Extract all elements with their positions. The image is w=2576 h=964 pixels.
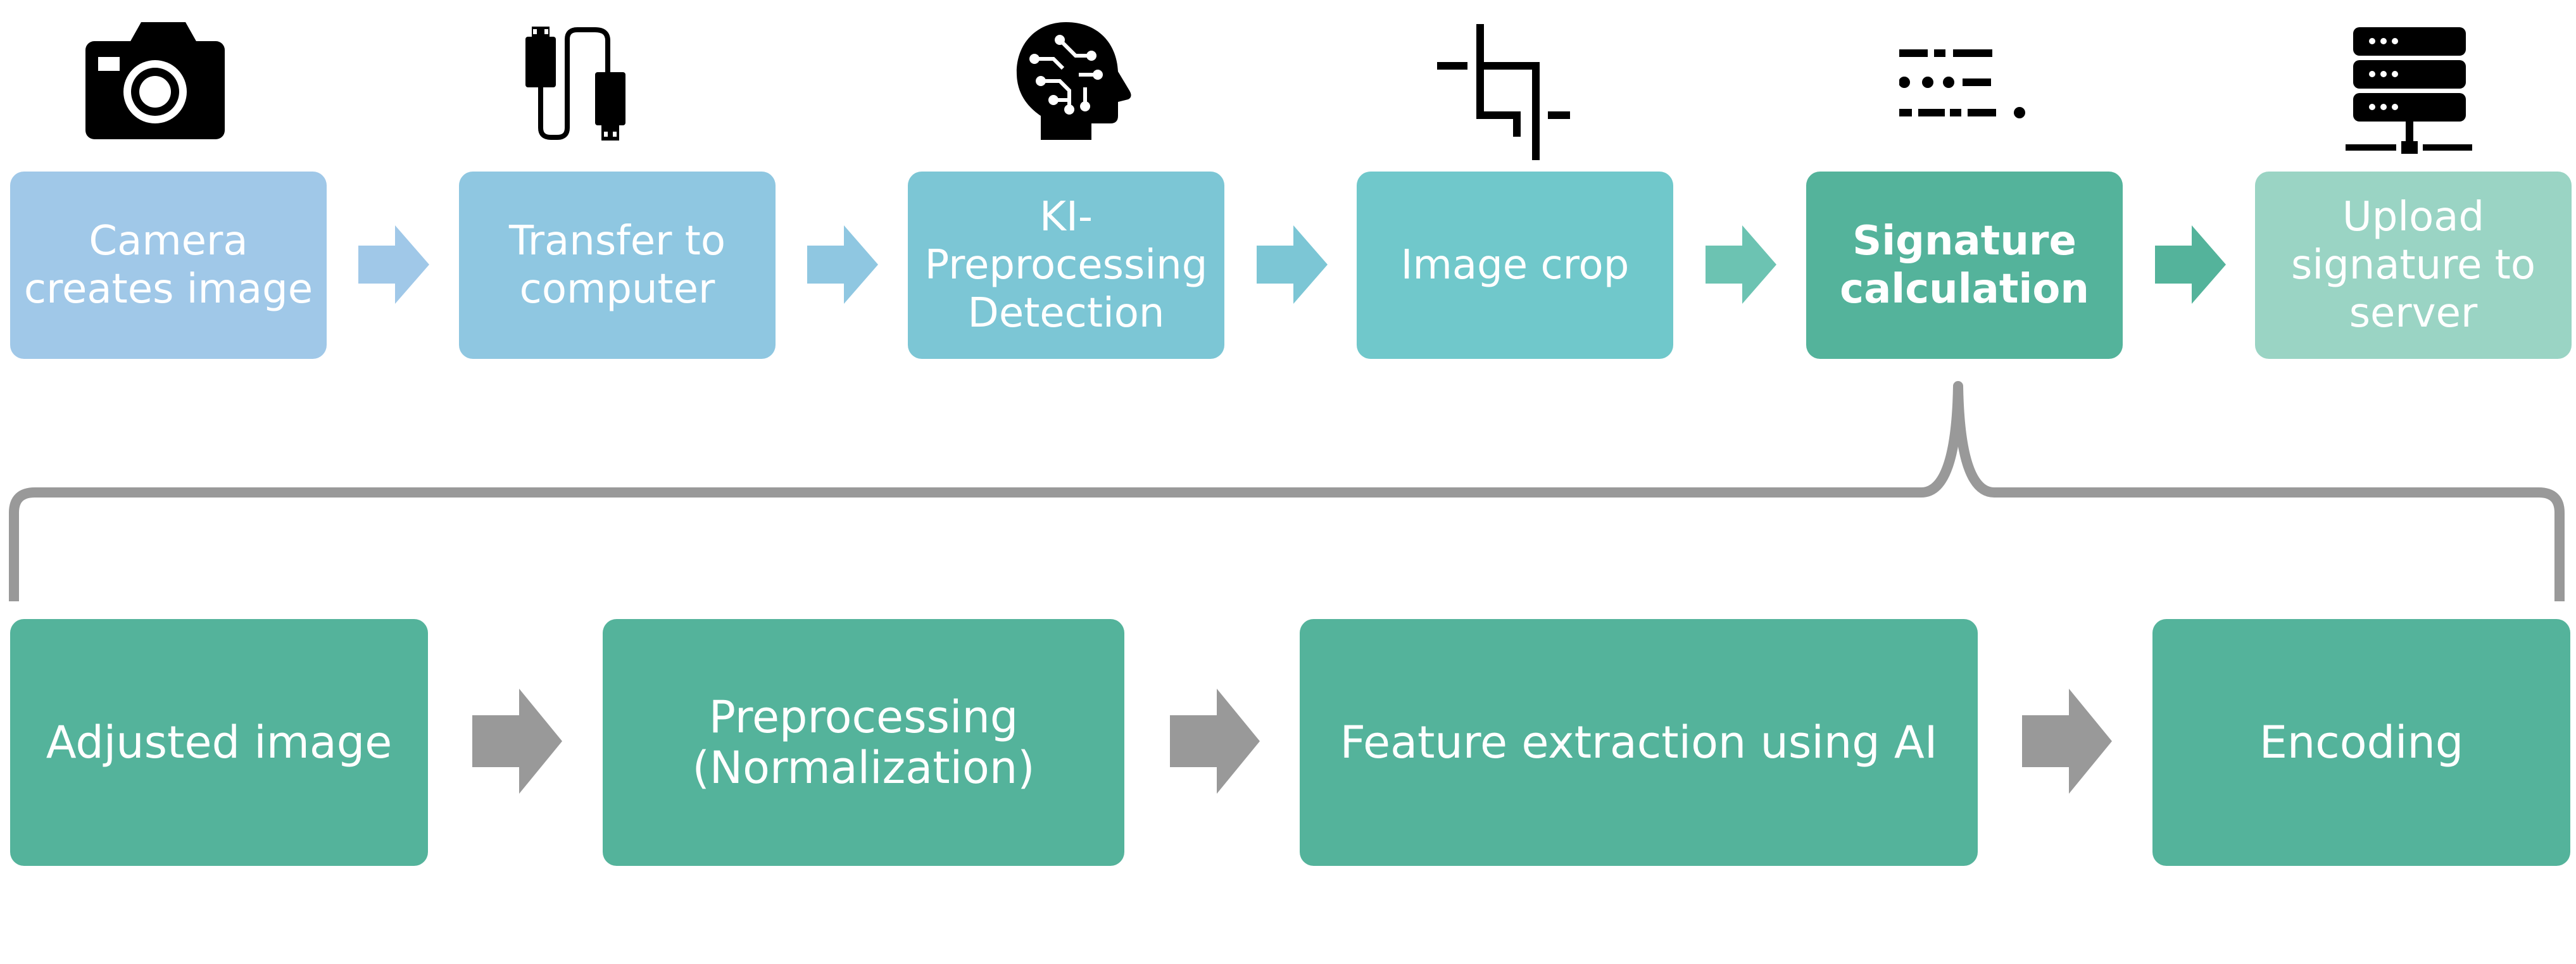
step-signature-calculation: Signature calculation	[1806, 172, 2123, 359]
arrow-5	[2155, 225, 2226, 304]
step-label: Upload signature to server	[2290, 194, 2536, 337]
step-upload: Upload signature to server	[2255, 172, 2572, 359]
detail-arrow-3	[2022, 689, 2112, 794]
step-transfer: Transfer to computer	[459, 172, 776, 359]
substep-label: Preprocessing (Normalization)	[692, 691, 1035, 794]
substep-adjusted-image: Adjusted image	[10, 619, 428, 866]
arrow-4	[1706, 225, 1776, 304]
substep-label: Encoding	[2259, 717, 2464, 768]
camera-icon	[85, 22, 225, 142]
step-ki-preprocessing: KI- Preprocessing Detection	[908, 172, 1224, 359]
substep-preprocessing: Preprocessing (Normalization)	[603, 619, 1124, 866]
substep-encoding: Encoding	[2152, 619, 2570, 866]
substep-label: Feature extraction using AI	[1340, 717, 1938, 768]
step-camera: Camera creates image	[10, 172, 327, 359]
substep-label: Adjusted image	[46, 717, 393, 768]
arrow-1	[358, 225, 429, 304]
substep-feature-extraction: Feature extraction using AI	[1300, 619, 1978, 866]
step-label: Transfer to computer	[509, 218, 726, 313]
ai-brain-icon	[1015, 21, 1136, 141]
crop-icon	[1437, 24, 1570, 160]
detail-arrow-2	[1170, 689, 1260, 794]
step-image-crop: Image crop	[1357, 172, 1673, 359]
step-label: Image crop	[1400, 242, 1630, 289]
step-label: KI- Preprocessing Detection	[924, 194, 1208, 337]
step-label: Camera creates image	[23, 218, 313, 313]
usb-cable-icon	[519, 27, 646, 147]
arrow-2	[807, 225, 878, 304]
expansion-bracket	[0, 373, 2576, 608]
server-icon	[2346, 27, 2472, 157]
signature-code-icon	[1899, 49, 2029, 125]
arrow-3	[1257, 225, 1328, 304]
detail-arrow-1	[472, 689, 562, 794]
step-label: Signature calculation	[1840, 218, 2089, 313]
